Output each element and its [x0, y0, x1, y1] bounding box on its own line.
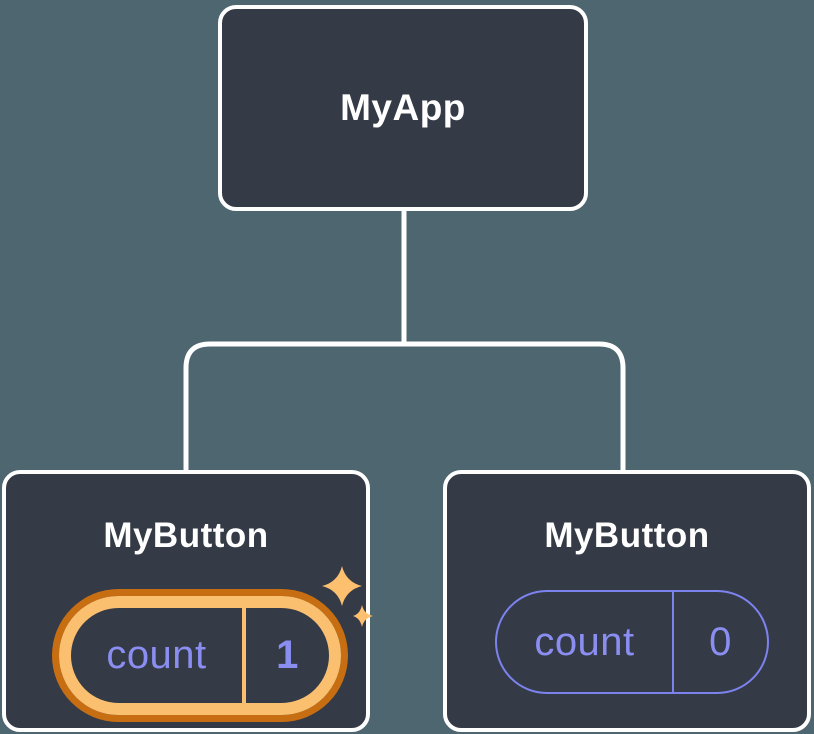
- node-label: MyButton: [103, 516, 269, 555]
- state-pill: count 0: [495, 590, 769, 694]
- state-pill-highlighted: count 1: [59, 596, 341, 715]
- state-name: count: [497, 592, 674, 692]
- component-node-mybutton-2: MyButton count 0: [443, 470, 811, 732]
- connector-branch-bracket: [183, 341, 626, 472]
- state-name: count: [71, 608, 246, 703]
- state-value: 0: [709, 619, 732, 664]
- sparkle-icon: [322, 566, 373, 627]
- state-value: 1: [276, 633, 299, 677]
- component-node-mybutton-1: MyButton count 1: [2, 470, 373, 732]
- component-node-myapp: MyApp: [218, 5, 588, 211]
- node-label: MyButton: [544, 516, 710, 555]
- node-label: MyApp: [340, 87, 466, 128]
